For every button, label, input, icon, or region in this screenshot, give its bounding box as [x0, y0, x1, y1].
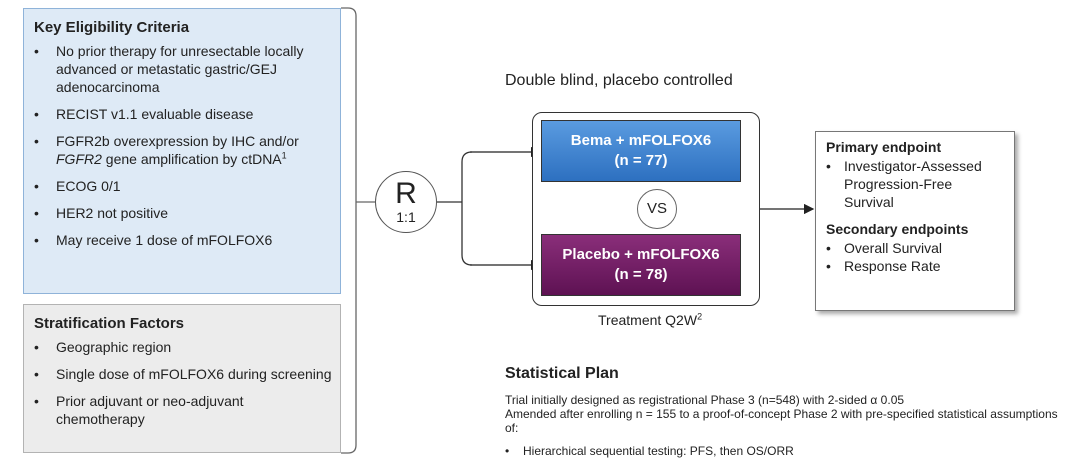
eligibility-item: No prior therapy for unresectable locall…: [34, 42, 332, 96]
eligibility-item: FGFR2b overexpression by IHC and/or FGFR…: [34, 132, 332, 168]
split-vertical-line: [461, 151, 473, 266]
arm-name: Bema + mFOLFOX6: [570, 132, 712, 149]
randomization-ratio: 1:1: [396, 209, 416, 225]
randomization-letter: R: [395, 177, 417, 210]
secondary-endpoint-item: Overall Survival: [826, 239, 1004, 257]
stratification-item: Prior adjuvant or neo-adjuvant chemother…: [34, 392, 332, 428]
eligibility-item-gene: FGFR2: [56, 151, 102, 167]
eligibility-item: RECIST v1.1 evaluable disease: [34, 105, 332, 123]
stratification-item: Single dose of mFOLFOX6 during screening: [34, 365, 332, 383]
eligibility-item-text: FGFR2b overexpression by IHC and/or: [56, 133, 299, 149]
eligibility-panel: Key Eligibility Criteria No prior therap…: [23, 8, 341, 294]
stratification-panel: Stratification Factors Geographic region…: [23, 304, 341, 453]
footnote-marker: 1: [281, 150, 287, 161]
eligibility-item: ECOG 0/1: [34, 177, 332, 195]
eligibility-item-text: gene amplification by ctDNA: [105, 151, 282, 167]
arm-count: (n = 78): [614, 266, 668, 283]
arm-count: (n = 77): [614, 152, 668, 169]
footnote-marker: 2: [697, 311, 703, 322]
endpoints-box: Primary endpoint Investigator-Assessed P…: [815, 131, 1015, 311]
eligibility-item: HER2 not positive: [34, 204, 332, 222]
arm-bema: Bema + mFOLFOX6 (n = 77): [541, 120, 741, 182]
stratification-title: Stratification Factors: [34, 315, 185, 332]
eligibility-title: Key Eligibility Criteria: [34, 19, 190, 36]
statistical-plan-bullet: Hierarchical sequential testing: PFS, th…: [505, 444, 1065, 458]
secondary-endpoints-title: Secondary endpoints: [826, 221, 969, 237]
statistical-plan-text: Amended after enrolling n = 155 to a pro…: [505, 407, 1058, 435]
statistical-plan-title: Statistical Plan: [505, 365, 619, 382]
design-label: Double blind, placebo controlled: [505, 72, 733, 89]
primary-endpoint-title: Primary endpoint: [826, 139, 942, 155]
treatment-schedule: Treatment Q2W2: [598, 312, 702, 328]
randomization-circle: R 1:1: [375, 171, 437, 233]
vs-badge: VS: [637, 189, 677, 229]
stratification-item: Geographic region: [34, 338, 332, 356]
primary-endpoint-item: Investigator-Assessed Progression-Free S…: [826, 157, 1004, 211]
statistical-plan: Statistical Plan Trial initially designe…: [505, 365, 1065, 467]
eligibility-item: May receive 1 dose of mFOLFOX6: [34, 231, 332, 249]
secondary-endpoint-item: Response Rate: [826, 257, 1004, 275]
arm-name: Placebo + mFOLFOX6: [562, 246, 720, 263]
statistical-plan-text: Trial initially designed as registration…: [505, 393, 905, 407]
treatment-label: Treatment Q2W: [598, 312, 698, 328]
panel-bracket: [341, 7, 357, 454]
arm-placebo: Placebo + mFOLFOX6 (n = 78): [541, 234, 741, 296]
